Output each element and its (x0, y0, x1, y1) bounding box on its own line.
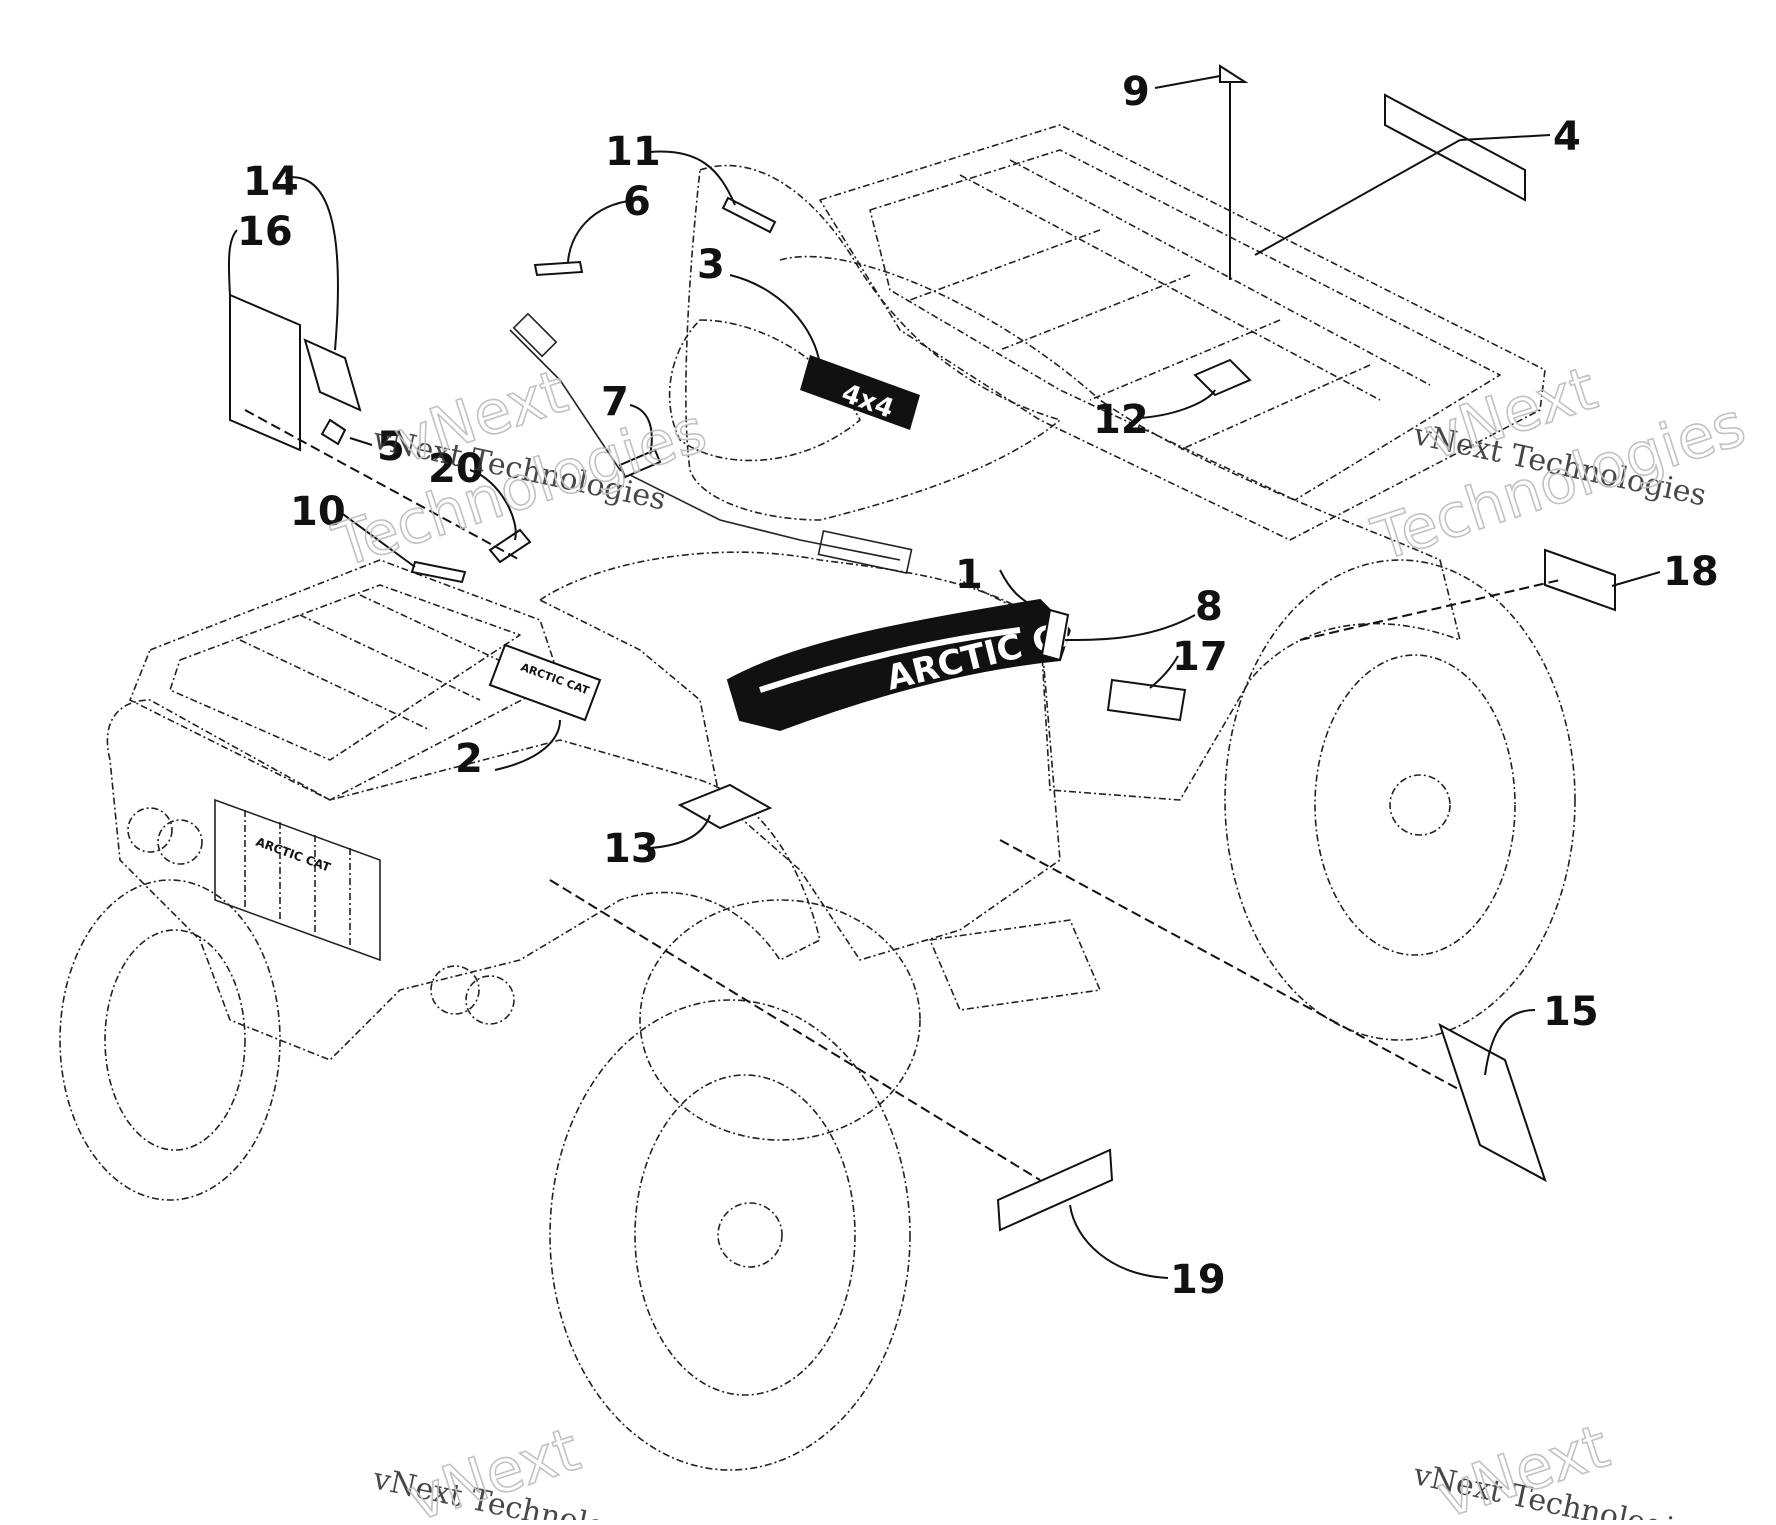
decal-12 (1193, 358, 1252, 397)
rear-rack-inner (869, 149, 1501, 501)
leader-20 (469, 469, 517, 541)
callout-10: 10 (290, 489, 346, 535)
decal-15 (1438, 1022, 1547, 1183)
decal-6 (533, 260, 584, 277)
decal-8 (1040, 608, 1070, 662)
callout-13: 13 (603, 826, 659, 872)
grip-right (817, 529, 913, 575)
callout-18: 18 (1663, 549, 1719, 595)
wheel-front-left (59, 879, 281, 1201)
callout-11: 11 (605, 129, 661, 175)
callout-15: 15 (1543, 989, 1599, 1035)
headlight-right-2 (465, 975, 515, 1025)
wheel-front-right (549, 999, 911, 1471)
decal-14-panel (303, 338, 362, 412)
leader-18 (1611, 571, 1661, 587)
leader-4 (1254, 134, 1551, 256)
leader-14 (284, 176, 339, 351)
callout-1: 1 (955, 552, 983, 598)
decal-4 (1384, 93, 1526, 202)
callout-14: 14 (243, 159, 299, 205)
leader-9 (1154, 75, 1231, 280)
decal-20 (488, 528, 532, 564)
leader-15 (1484, 1009, 1536, 1076)
decal-11 (721, 196, 777, 234)
leader-2 (494, 719, 561, 771)
callout-20: 20 (428, 446, 484, 492)
wheel-rear-left (639, 899, 921, 1141)
decal-16-panel (229, 293, 301, 452)
leader-7 (629, 404, 653, 456)
callout-7: 7 (601, 379, 629, 425)
decal-19 (996, 1148, 1114, 1232)
decal-9 (1219, 64, 1249, 83)
grip-left (512, 312, 558, 358)
decal-18 (1544, 548, 1616, 612)
callout-labels: 1 2 3 4 5 6 7 8 9 10 11 12 13 14 15 16 1… (237, 69, 1719, 1303)
handlebar (509, 329, 901, 561)
rear-rack-bars (909, 159, 1431, 451)
callout-17: 17 (1172, 634, 1228, 680)
decal-7 (618, 448, 662, 479)
front-rack-inner (169, 584, 521, 761)
leader-lines (227, 75, 1661, 1279)
leader-6 (567, 199, 636, 263)
callout-4: 4 (1553, 114, 1581, 160)
decal-5 (320, 418, 347, 446)
extension-lines (244, 409, 1561, 1181)
leader-13 (649, 814, 711, 849)
leader-1 (999, 569, 1041, 611)
grille-slots (244, 810, 351, 948)
decal-17 (1106, 678, 1187, 722)
callout-12: 12 (1093, 397, 1149, 443)
headlight-right-1 (430, 965, 480, 1015)
headlight-left-2 (157, 819, 203, 865)
front-grille-brand-text: ARCTIC CAT (254, 835, 333, 875)
body-side (539, 551, 1061, 961)
leader-16 (227, 229, 238, 296)
leader-3 (729, 274, 821, 371)
leader-19 (1069, 1204, 1169, 1279)
decal-13 (677, 783, 773, 830)
headlight-left-1 (127, 807, 173, 853)
front-rack-bars (239, 594, 521, 731)
leader-11 (649, 150, 736, 206)
rear-fender (779, 255, 1461, 801)
callout-16: 16 (237, 209, 293, 255)
seat (685, 164, 1061, 521)
leader-12 (1139, 389, 1216, 419)
callout-19: 19 (1170, 1257, 1226, 1303)
callout-9: 9 (1122, 69, 1150, 115)
leader-17 (1149, 655, 1179, 689)
decal-10 (410, 560, 467, 584)
wheel-rear-right (1224, 559, 1576, 1041)
callout-6: 6 (623, 179, 651, 225)
leader-8 (1064, 614, 1196, 641)
atv-illustration (59, 124, 1576, 1471)
rear-rack (819, 124, 1546, 541)
leader-10 (339, 511, 416, 568)
watermarks: vNext Technologies vNext Technologies vN… (325, 353, 1755, 1525)
callout-3: 3 (697, 242, 725, 288)
grille (214, 798, 381, 962)
fuel-tank (668, 319, 861, 462)
callout-8: 8 (1195, 584, 1223, 630)
leader-5 (349, 437, 373, 446)
footwell (929, 919, 1101, 1011)
callout-5: 5 (377, 424, 405, 470)
decals: ARCTIC CAT ARCTIC CAT 4x4 (229, 64, 1616, 1232)
callout-2: 2 (455, 736, 483, 782)
